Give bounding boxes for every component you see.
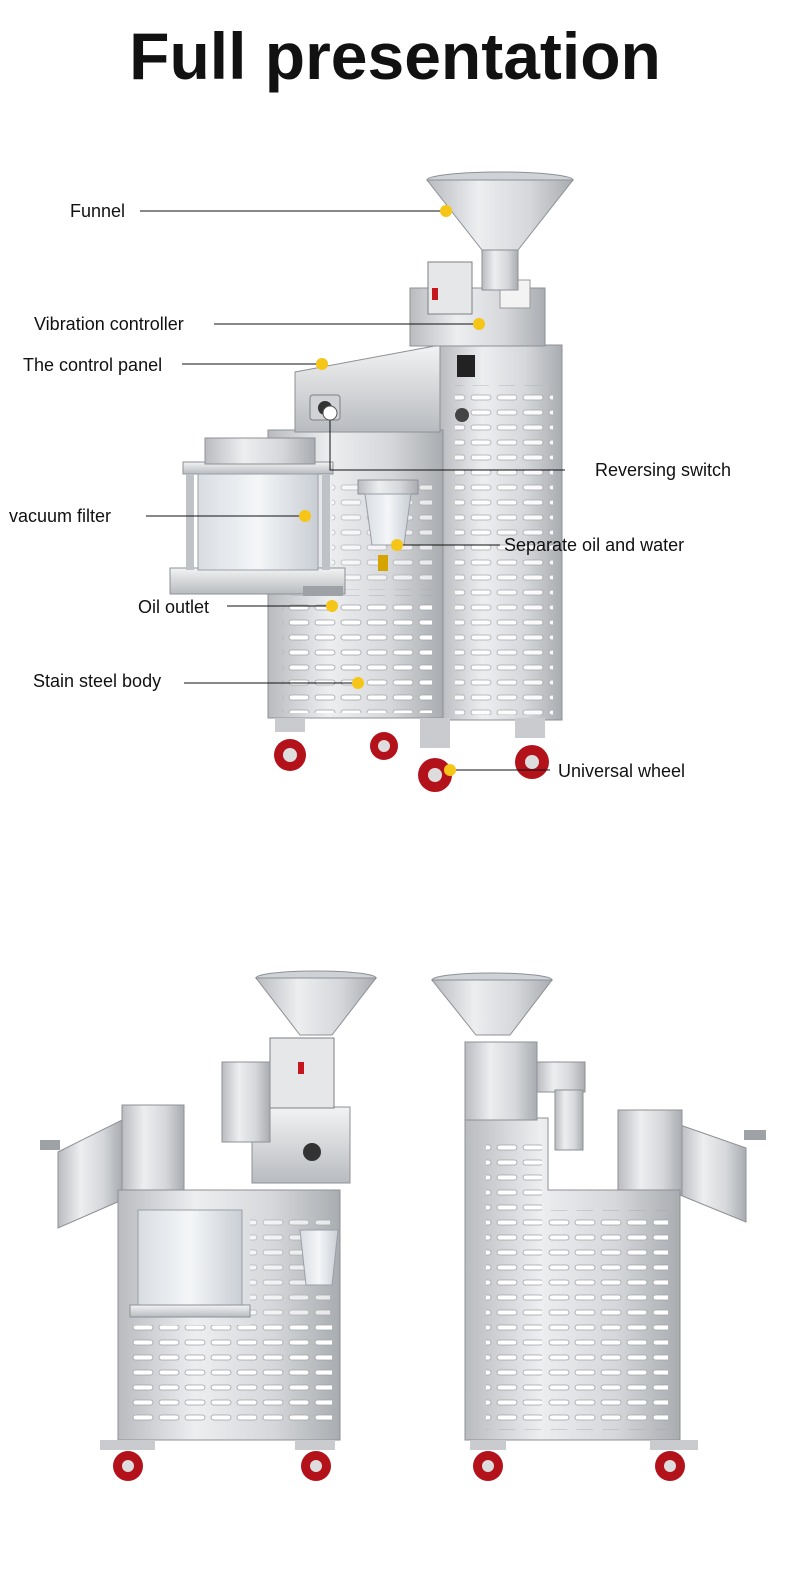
rear-view-machine (430, 972, 766, 1481)
label-vacuum-filter: vacuum filter (9, 506, 112, 526)
page-title: Full presentation (129, 19, 661, 93)
callout-markers (299, 205, 485, 776)
wheels-top (274, 718, 549, 792)
reversing-marker (322, 405, 338, 421)
label-vibration-controller: Vibration controller (34, 314, 184, 334)
callout-lines (140, 210, 565, 771)
label-control-panel: The control panel (23, 355, 163, 375)
label-oil-outlet: Oil outlet (138, 597, 210, 617)
label-separate-oil-water: Separate oil and water (504, 535, 685, 555)
top-machine (169, 171, 575, 792)
label-universal-wheel: Universal wheel (558, 761, 686, 781)
side-view-machine (40, 970, 378, 1481)
label-funnel: Funnel (70, 201, 126, 221)
label-steel-body: Stain steel body (33, 671, 162, 691)
label-reversing-switch: Reversing switch (595, 460, 732, 480)
